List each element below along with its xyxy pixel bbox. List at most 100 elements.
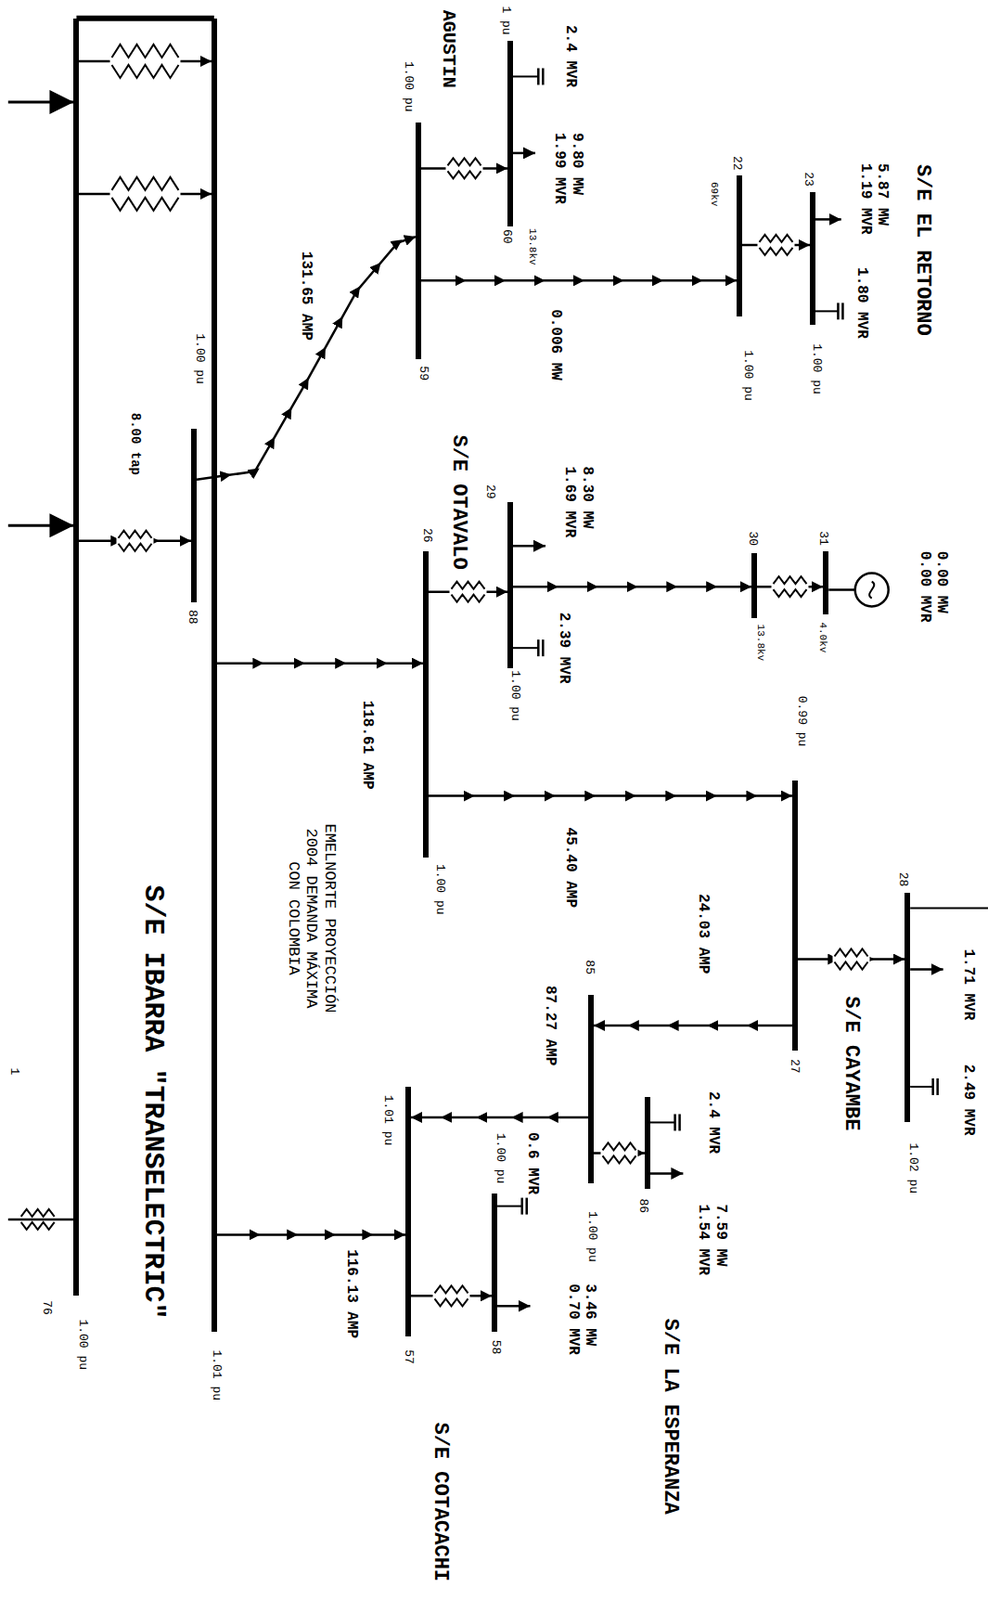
bus-bar: 761.00 pu (73, 18, 79, 1296)
capacitor-plate (841, 302, 845, 320)
power-line (593, 1024, 793, 1027)
flow-label: 116.13 AMP (343, 1248, 360, 1338)
substation-name: AGUSTIN (437, 10, 460, 89)
bus-label: 86 (635, 1198, 650, 1214)
generator-symbol (855, 573, 889, 607)
transformer-gap (116, 527, 154, 554)
transformer-symbol (771, 573, 809, 600)
transformer-winding (435, 1284, 469, 1293)
transformer-winding (112, 64, 180, 78)
bus-label: 59 (415, 365, 430, 381)
load-value: 1.80 MVR (852, 267, 870, 339)
load-value: 9.80 MW 1.99 MVR (551, 132, 586, 211)
bus-label: 28 (895, 872, 910, 887)
load-value: 0.00 MW 0.00 MVR (915, 551, 950, 629)
bus-label: 1.00 pu (740, 349, 755, 401)
capacitor-plate (678, 1113, 681, 1130)
generator-lead (828, 588, 855, 591)
transformer-winding (603, 1141, 637, 1150)
transformer-gap (433, 1282, 471, 1309)
bus-bar: 851.00 pu (588, 994, 594, 1183)
bus-label: 1.00 pu (400, 61, 415, 113)
transformer-winding (112, 197, 180, 211)
load-arrow (910, 967, 943, 971)
bus-label: 1.00 pu (507, 669, 522, 721)
flow-label: 0.006 MW (547, 308, 565, 381)
diagram-title: EMELNORTE PROYECCIÓN 2004 DEMANDA MÁXIMA… (283, 815, 339, 1022)
bus-label: 13.8kv (754, 624, 767, 662)
transformer-winding (834, 962, 869, 970)
capacitor-lead (513, 75, 539, 77)
flow-label: 24.03 AMP (694, 893, 712, 974)
bus-label: 85 (581, 959, 596, 975)
transformer-gap (601, 1139, 639, 1166)
bus-label: 1.00 pu (492, 1132, 507, 1184)
bus-bar: 1.01 pu57 (405, 1086, 411, 1336)
transformer-symbol (110, 174, 181, 214)
substation-name: S/E LA ESPERANZA (657, 1318, 681, 1515)
bus-label: 1.00 pu (808, 343, 823, 395)
bus-label: 1.01 pu (380, 1094, 395, 1146)
bus-bar: 86 (644, 1096, 651, 1189)
bus-bar: 1.00 pu59 (415, 122, 422, 360)
transformer-winding (435, 1297, 469, 1306)
bus-label: 27 (786, 1058, 801, 1074)
transformer-symbol (757, 231, 796, 258)
capacitor-plate (525, 1197, 528, 1215)
bus-label: 1.02 pu (905, 1141, 920, 1194)
load-value: 5.87 MW 1.19 MVR (857, 163, 892, 242)
capacitor-lead (650, 1120, 676, 1123)
bus-label: 30 (744, 530, 759, 546)
transformer-gap (757, 231, 796, 258)
load-value: 2.4 MVR (562, 25, 579, 88)
bus-label: 26 (419, 527, 434, 543)
bus-bar: 261.00 pu (423, 551, 429, 858)
bus-label: 76 (38, 1299, 53, 1315)
transformer-gap (110, 174, 181, 214)
bus-bar: 1.01 pu (211, 18, 218, 1332)
bus-label: 13.8kv (526, 228, 539, 266)
bus-label: 0.99 pu (794, 695, 809, 747)
load-value: 1.71 MVR (960, 949, 977, 1021)
bus-bar: 1.00 pu88 (191, 428, 197, 603)
bus-bar: 1 pu6013.8kv (507, 40, 514, 227)
bus-bar: 231.00 pu (809, 192, 816, 325)
transformer-symbol (116, 527, 154, 554)
power-line (217, 1232, 406, 1236)
transformer-winding (21, 1208, 55, 1217)
transformer-winding (759, 234, 794, 243)
substation-name: S/E OTAVALO (447, 434, 471, 569)
bus-bar: 314.0kv (822, 551, 829, 615)
source-arrow (8, 100, 75, 103)
flow-label: 8.00 tap (128, 412, 143, 475)
transformer-gap (449, 578, 488, 605)
feeder-line (8, 1218, 75, 1221)
bus-label: 1 pu (498, 5, 513, 35)
transformer-winding (603, 1154, 637, 1163)
bus-label: 23 (800, 171, 815, 187)
bus-bar: 281.02 pu (904, 892, 911, 1122)
substation-name: S/E CAYAMBE (839, 995, 863, 1130)
load-value: 2.49 MVR (960, 1064, 977, 1136)
substation-name: S/E COTACACHI (428, 1421, 452, 1581)
bus-bar: 291.00 pu (507, 501, 514, 668)
power-line (428, 794, 793, 797)
flow-label: 118.61 AMP (358, 700, 375, 790)
bus-label: 57 (400, 1348, 415, 1364)
bus-label: 29 (482, 484, 497, 500)
transformer-gap (771, 573, 809, 600)
bus-label: 1.00 pu (75, 1318, 90, 1370)
transformer-winding (118, 530, 153, 539)
flow-label: 131.65 AMP (296, 251, 314, 341)
load-value: 2.4 MVR (705, 1090, 722, 1154)
bus-label: 60 (499, 229, 514, 244)
capacitor-lead (497, 1205, 523, 1207)
bus-label: 31 (815, 530, 830, 546)
capacitor-lead (815, 309, 838, 312)
transformer-winding (451, 581, 486, 590)
transformer-winding (834, 949, 869, 957)
capacitor-plate (541, 639, 545, 656)
transformer-winding (448, 157, 482, 166)
load-arrow (815, 218, 842, 221)
